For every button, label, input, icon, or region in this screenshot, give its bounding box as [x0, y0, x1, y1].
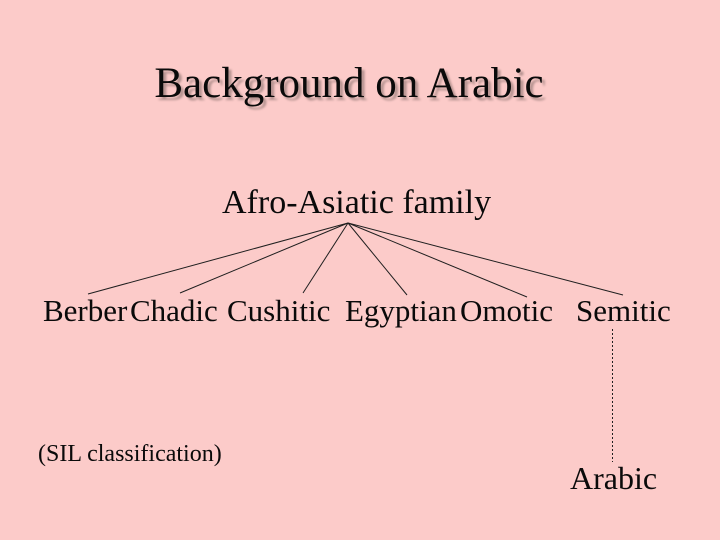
sil-classification-note: (SIL classification): [38, 441, 222, 467]
branch-line-chadic: [179, 222, 349, 294]
branch-line-semitic: [347, 222, 624, 296]
branch-line-omotic: [347, 222, 528, 298]
leaf-label-arabic: Arabic: [570, 460, 658, 496]
branch-label-semitic: Semitic: [576, 293, 671, 328]
branch-line-cushitic: [302, 222, 349, 294]
slide-title: Background on Arabic: [154, 60, 544, 107]
branch-line-egyptian: [347, 222, 408, 296]
branch-label-cushitic: Cushitic: [227, 293, 331, 328]
branch-label-berber: Berber: [43, 293, 128, 328]
branch-label-omotic: Omotic: [460, 293, 553, 328]
branch-label-chadic: Chadic: [130, 293, 218, 328]
branch-label-egyptian: Egyptian: [345, 293, 457, 328]
branch-line-berber: [87, 222, 349, 295]
tree-root-label: Afro-Asiatic family: [222, 184, 492, 221]
